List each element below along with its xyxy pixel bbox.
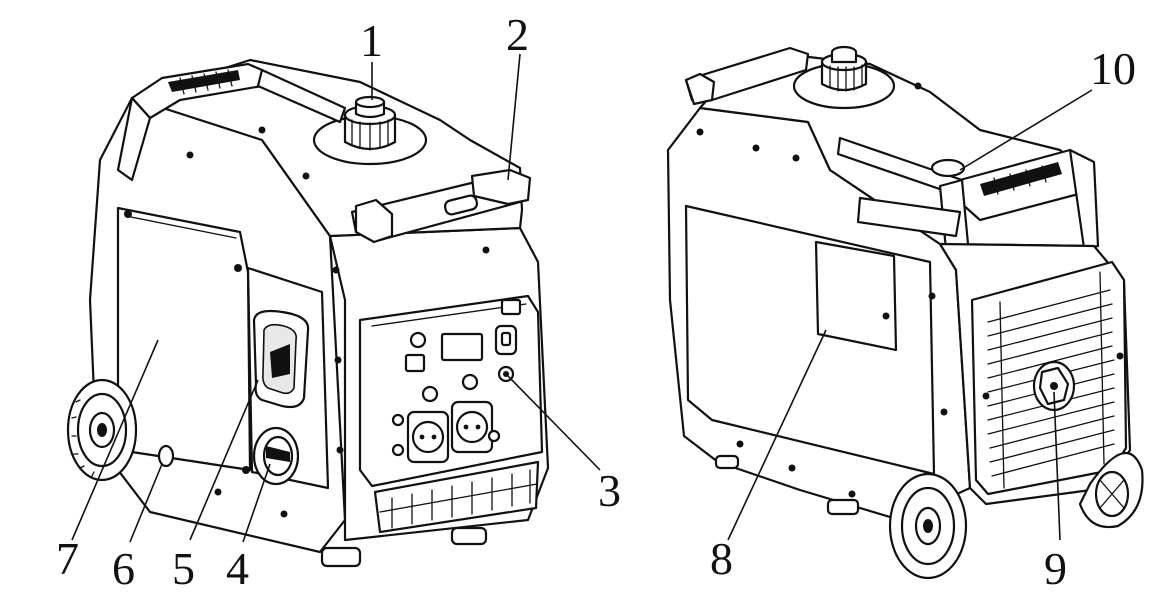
- rear-screws: [696, 82, 1124, 498]
- front-vent-grille: [373, 460, 540, 534]
- callout-numbers: 1 2 3 4 5 6 7 8 9 10: [56, 9, 1136, 594]
- generator-front-view: [66, 58, 550, 568]
- oil-drain: [157, 444, 175, 468]
- rear-wheel-near: [888, 472, 968, 580]
- control-panel: [358, 294, 544, 488]
- callout-3: 3: [598, 465, 621, 516]
- rear-front-handle: [684, 46, 810, 106]
- base-feet: [320, 526, 488, 568]
- choke-knob: [252, 426, 300, 486]
- rear-fuel-cap: [820, 45, 868, 92]
- callout-6: 6: [112, 543, 135, 594]
- control-components: [391, 298, 522, 464]
- front-handle: [350, 168, 532, 244]
- recoil-starter: [252, 309, 310, 409]
- rear-handle: [116, 62, 347, 182]
- callout-4: 4: [226, 543, 249, 594]
- side-cover-panel: [116, 206, 252, 472]
- callout-8: 8: [710, 533, 733, 584]
- callout-5: 5: [172, 543, 195, 594]
- leader-lines: [71, 53, 1093, 543]
- callout-10: 10: [1090, 43, 1136, 94]
- callout-2: 2: [506, 9, 529, 60]
- fuel-cap: [343, 95, 397, 151]
- callout-7: 7: [56, 533, 79, 584]
- rear-wheel-far: [1078, 451, 1144, 529]
- callout-9: 9: [1044, 543, 1067, 594]
- callout-1: 1: [360, 15, 383, 66]
- front-wheel: [66, 378, 138, 482]
- label-plate: [814, 240, 898, 352]
- exhaust-outlet: [1032, 360, 1076, 412]
- generator-rear-view: [666, 45, 1144, 580]
